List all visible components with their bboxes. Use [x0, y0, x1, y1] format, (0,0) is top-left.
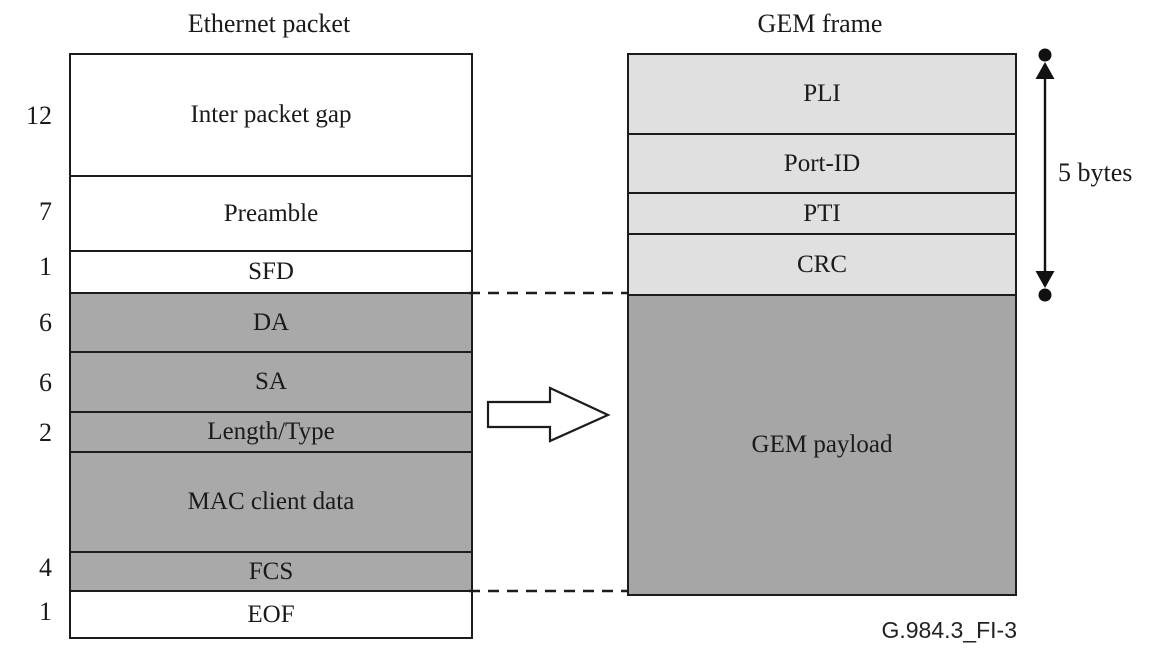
row-length-type: Length/Type [71, 413, 471, 453]
row-da: DA [71, 294, 471, 353]
row-fcs: FCS [71, 553, 471, 592]
byte-count-length-type: 2 [39, 418, 52, 447]
gem-frame-title: GEM frame [757, 9, 883, 38]
ethernet-packet-title: Ethernet packet [187, 9, 351, 38]
mapping-arrow-icon [482, 382, 618, 448]
gem-frame-stack: PLI Port-ID PTI CRC GEM payload [627, 53, 1017, 596]
figure-caption: G.984.3_FI-3 [881, 617, 1017, 643]
ethernet-packet-stack: Inter packet gap Preamble SFD DA SA Leng… [69, 53, 473, 639]
row-port-id: Port-ID [629, 135, 1015, 194]
byte-count-eof: 1 [39, 597, 52, 626]
byte-count-sfd: 1 [39, 252, 52, 281]
five-bytes-measure-arrow [1022, 40, 1072, 310]
payload-start-dashed-line [469, 291, 627, 295]
row-preamble: Preamble [71, 177, 471, 252]
byte-count-preamble: 7 [39, 197, 52, 226]
payload-end-dashed-line [469, 589, 627, 593]
row-pti: PTI [629, 194, 1015, 235]
byte-count-inter-packet-gap: 12 [26, 101, 52, 130]
byte-count-fcs: 4 [39, 553, 52, 582]
row-crc: CRC [629, 235, 1015, 296]
row-inter-packet-gap: Inter packet gap [71, 55, 471, 177]
row-mac-client-data: MAC client data [71, 453, 471, 553]
row-gem-payload: GEM payload [629, 296, 1015, 594]
row-sfd: SFD [71, 252, 471, 294]
byte-count-da: 6 [39, 308, 52, 337]
row-pli: PLI [629, 55, 1015, 135]
row-sa: SA [71, 353, 471, 413]
row-eof: EOF [71, 592, 471, 637]
five-bytes-label: 5 bytes [1058, 158, 1133, 187]
byte-count-sa: 6 [39, 368, 52, 397]
